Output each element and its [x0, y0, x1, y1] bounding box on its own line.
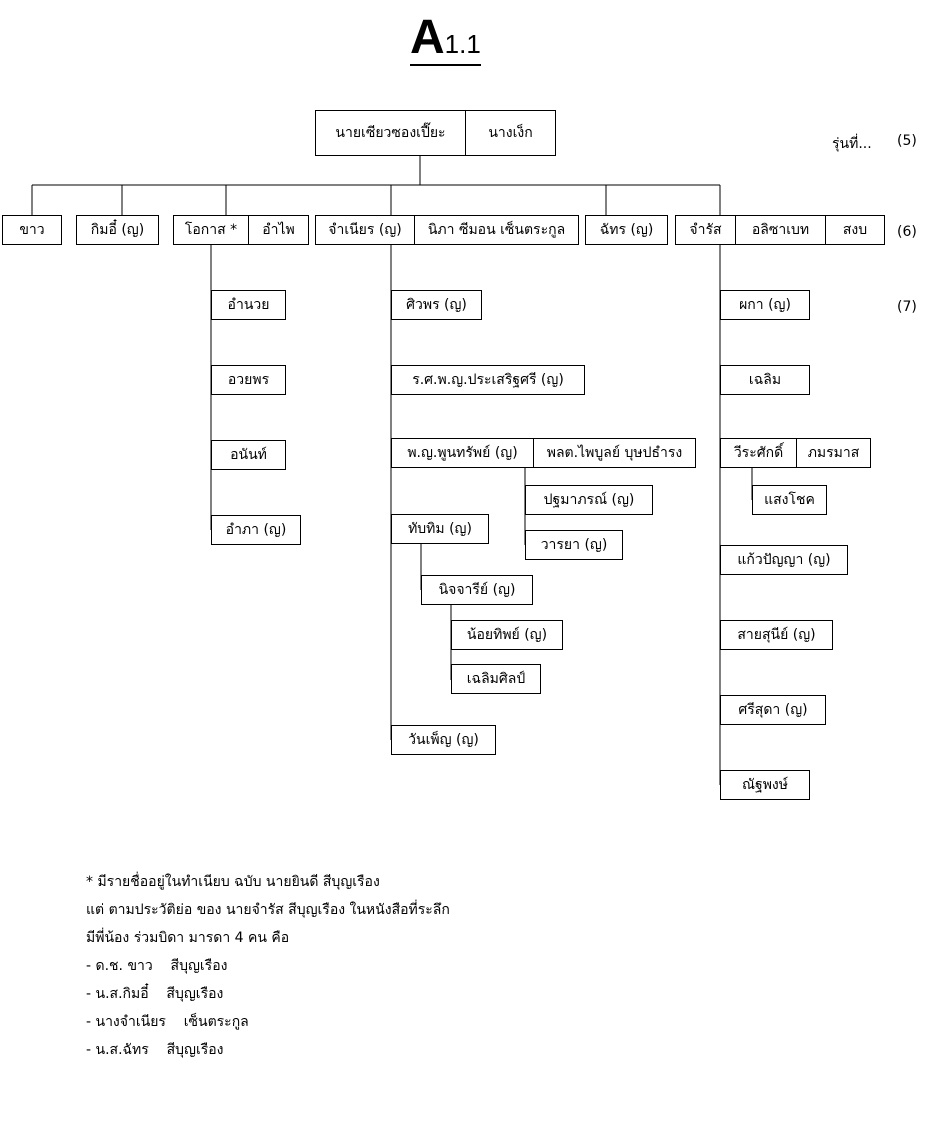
footnote-line: - น.ส.ฉัทร สีบุญเรือง [86, 1042, 224, 1058]
generation-7-label: (7) [897, 299, 917, 315]
person-anan: อนันท์ [211, 440, 286, 470]
person-waraya: วารยา (ญ) [525, 530, 623, 560]
person-chamnian: จำเนียร (ญ) [315, 215, 415, 245]
person-kaewpanya: แก้วปัญญา (ญ) [720, 545, 848, 575]
person-ampai: อำไพ [248, 215, 309, 245]
person-poonsap: พ.ญ.พูนทรัพย์ (ญ) [391, 438, 534, 468]
footnote-line: - นางจำเนียร เซ็นตระกูล [86, 1014, 249, 1030]
person-weerasak: วีระศักดิ์ [720, 438, 797, 468]
footnotes: * มีรายชื่ออยู่ในทำเนียบ ฉบับ นายยินดี ส… [86, 868, 450, 1064]
person-tubtim: ทับทิม (ญ) [391, 514, 489, 544]
person-nattapong: ณัฐพงษ์ [720, 770, 810, 800]
footnote-line: * มีรายชื่ออยู่ในทำเนียบ ฉบับ นายยินดี ส… [86, 874, 380, 890]
person-phaka: ผกา (ญ) [720, 290, 810, 320]
page-title: A1.1 [410, 14, 481, 66]
person-sangob: สงบ [825, 215, 885, 245]
person-ouaiporn: อวยพร [211, 365, 286, 395]
footnote-line: - ด.ช. ขาว สีบุญเรือง [86, 958, 228, 974]
person-root-wife: นางเง็ก [465, 110, 556, 156]
person-pamonmas: ภมรมาส [796, 438, 871, 468]
person-nichari: นิจจารีย์ (ญ) [421, 575, 533, 605]
title-number: 1.1 [444, 29, 481, 59]
person-elizabeth: อลิซาเบท [735, 215, 826, 245]
person-srisuda: ศรีสุดา (ญ) [720, 695, 826, 725]
generation-label: รุ่นที่... [832, 136, 872, 152]
person-patama: ปฐมาภรณ์ (ญ) [525, 485, 653, 515]
person-chamrat: จำรัส [675, 215, 736, 245]
person-noithip: น้อยทิพย์ (ญ) [451, 620, 563, 650]
person-chaloem: เฉลิม [720, 365, 810, 395]
person-chaloemsin: เฉลิมศิลป์ [451, 664, 541, 694]
person-prasert: ร.ศ.พ.ญ.ประเสริฐศรี (ญ) [391, 365, 585, 395]
person-root-husband: นายเซียวซองเปี๊ยะ [315, 110, 466, 156]
person-khao: ขาว [2, 215, 62, 245]
person-okat: โอกาส * [173, 215, 249, 245]
person-chat: ฉัทร (ญ) [585, 215, 668, 245]
person-paiboon: พลต.ไพบูลย์ บุษปธำรง [533, 438, 696, 468]
person-siwaporn: ศิวพร (ญ) [391, 290, 482, 320]
person-saengchot: แสงโชค [752, 485, 827, 515]
person-amnuay: อำนวย [211, 290, 286, 320]
title-letter: A [410, 11, 445, 64]
footnote-line: - น.ส.กิมอี๋ สีบุญเรือง [86, 986, 224, 1002]
generation-6-label: (6) [897, 224, 917, 240]
footnote-line: แต่ ตามประวัติย่อ ของ นายจำรัส สีบุญเรือ… [86, 902, 450, 918]
footnote-line: มีพี่น้อง ร่วมบิดา มารดา 4 คน คือ [86, 930, 290, 946]
person-kimi: กิมอี๋ (ญ) [76, 215, 159, 245]
person-ampa: อำภา (ญ) [211, 515, 301, 545]
person-wanpen: วันเพ็ญ (ญ) [391, 725, 496, 755]
generation-5-label: (5) [897, 133, 917, 149]
person-saisunee: สายสุนีย์ (ญ) [720, 620, 833, 650]
person-nipa: นิภา ซีมอน เซ็นตระกูล [414, 215, 579, 245]
